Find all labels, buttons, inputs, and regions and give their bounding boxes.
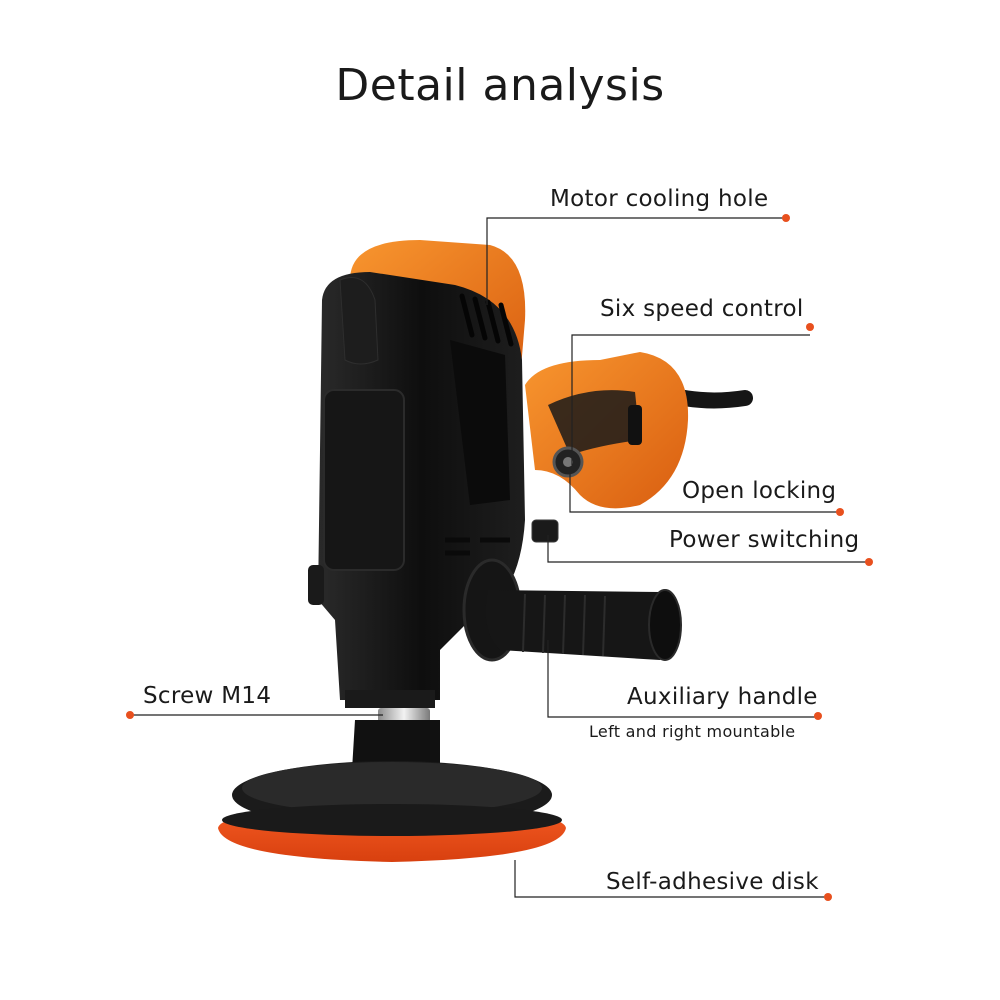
auxiliary-handle-grip [485,590,680,660]
label-power-switching: Power switching [669,527,860,553]
label-auxiliary-handle: Auxiliary handle [627,684,818,710]
callout-dots [126,214,873,901]
label-six-speed-control: Six speed control [600,296,804,322]
label-self-adhesive-disk: Self-adhesive disk [606,869,819,895]
power-switch [531,519,559,543]
label-screw-m14: Screw M14 [143,683,272,709]
label-motor-cooling-hole: Motor cooling hole [550,186,769,212]
page-title: Detail analysis [335,60,665,111]
leader-lines [130,217,868,898]
label-auxiliary-handle-note: Left and right mountable [589,722,796,741]
label-open-locking: Open locking [682,478,837,504]
speed-dial [628,405,642,445]
cooling-vents [459,293,514,347]
